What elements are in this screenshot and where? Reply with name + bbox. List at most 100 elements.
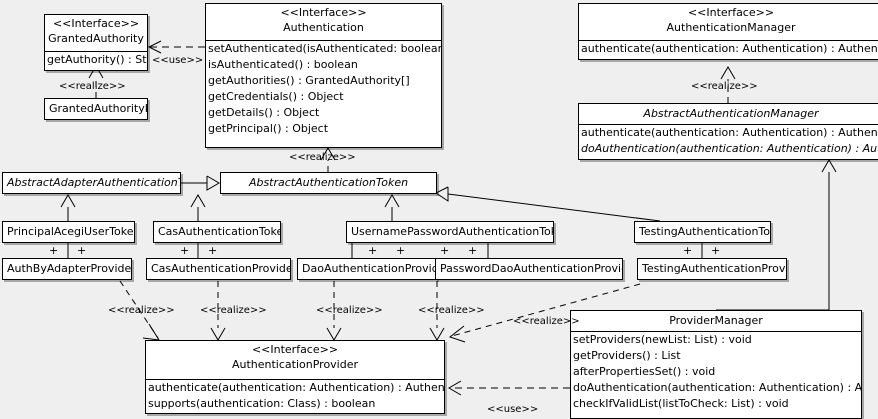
edge-generalize-testingtoken-abstracttoken <box>435 186 661 222</box>
class-abstract-authentication-token[interactable]: AbstractAuthenticationToken <box>220 172 437 194</box>
edge-label-use-authentication-granted: <<use>> <box>152 55 204 66</box>
operation: authenticate(authentication: Authenticat… <box>581 126 878 139</box>
class-name: UsernamePasswordAuthenticationToken <box>351 225 554 238</box>
class-name: TestingAuthenticationToken <box>639 225 771 238</box>
assoc-visibility-marker: + <box>77 244 87 257</box>
edge-label-use-provider-manager: <<use>> <box>487 404 539 415</box>
assoc-visibility-marker: + <box>711 244 721 257</box>
class-name: Authentication <box>283 21 364 34</box>
class-username-password-authentication-token[interactable]: UsernamePasswordAuthenticationToken <box>346 221 554 243</box>
operation: isAuthenticated() : boolean <box>208 58 358 71</box>
edge-label-realize-dao-provider: <<realize>> <box>316 305 383 316</box>
class-principal-acegi-user-token[interactable]: PrincipalAcegiUserToken <box>2 221 135 243</box>
class-header: TestingAuthenticationProvider <box>638 259 786 279</box>
assoc-visibility-marker: + <box>368 244 378 257</box>
operation: getAuthority() : String <box>47 53 147 66</box>
edge-label-realize-password-dao-provider: <<realize>> <box>418 305 485 316</box>
class-header: PrincipalAcegiUserToken <box>3 222 134 242</box>
edge-generalize-principaltoken-adaptertoken <box>60 194 76 221</box>
edge-generalize-usernametoken-abstracttoken <box>384 194 400 221</box>
class-name: CasAuthenticationToken <box>158 225 281 238</box>
class-header: AbstractAdapterAuthenticationToken <box>3 173 180 193</box>
edge-label-realize-testing-provider: <<realize>> <box>513 316 580 327</box>
operation: getPrincipal() : Object <box>208 122 329 135</box>
stereotype-label: <<Interface>> <box>280 6 367 19</box>
class-name: AuthenticationProvider <box>231 358 359 371</box>
class-header: DaoAuthenticationProvider <box>298 259 436 279</box>
operation: authenticate(authentication: Authenticat… <box>148 381 445 394</box>
edge-label-realize-abstract-manager: <<realize>> <box>691 81 758 92</box>
class-cas-authentication-token[interactable]: CasAuthenticationToken <box>153 221 281 243</box>
edge-use-providermanager-authenticationprovider <box>448 380 570 396</box>
class-granted-authority[interactable]: <<Interface>> GrantedAuthority getAuthor… <box>44 14 148 71</box>
class-name: CasAuthenticationProvider <box>151 262 291 275</box>
class-header: CasAuthenticationToken <box>154 222 280 242</box>
class-header: TestingAuthenticationToken <box>635 222 770 242</box>
class-name: TestingAuthenticationProvider <box>642 262 786 275</box>
operation: afterPropertiesSet() : void <box>573 365 716 378</box>
edge-label-realize-cas-provider: <<realize>> <box>200 305 267 316</box>
operations-compartment: setAuthenticated(isAuthenticated: boolea… <box>206 41 441 137</box>
class-name: AbstractAuthenticationManager <box>643 107 819 120</box>
assoc-visibility-marker: + <box>180 244 190 257</box>
class-name: AbstractAuthenticationToken <box>248 176 409 189</box>
edge-generalize-adaptertoken-abstracttoken <box>181 175 220 191</box>
class-header: <<Interface>> GrantedAuthority <box>45 15 147 52</box>
assoc-visibility-marker: + <box>396 244 406 257</box>
class-header: <<Interface>> AuthenticationManager <box>579 4 878 41</box>
assoc-visibility-marker: + <box>683 244 693 257</box>
operation: authenticate(authentication: Authenticat… <box>581 42 878 55</box>
class-name: PasswordDaoAuthenticationProvider <box>440 262 623 275</box>
class-header: CasAuthenticationProvider <box>147 259 290 279</box>
class-header: AuthByAdapterProvider <box>3 259 131 279</box>
class-authentication[interactable]: <<Interface>> Authentication setAuthenti… <box>205 3 442 148</box>
class-auth-by-adapter-provider[interactable]: AuthByAdapterProvider <box>2 258 132 280</box>
operation: checkIfValidList(listToCheck: List) : vo… <box>573 397 789 410</box>
operation: getCredentials() : Object <box>208 90 344 103</box>
class-name: AuthByAdapterProvider <box>7 262 132 275</box>
assoc-visibility-marker: + <box>440 244 450 257</box>
class-password-dao-authentication-provider[interactable]: PasswordDaoAuthenticationProvider <box>435 258 623 280</box>
class-authentication-manager[interactable]: <<Interface>> AuthenticationManager auth… <box>578 3 878 60</box>
class-header: UsernamePasswordAuthenticationToken <box>347 222 553 242</box>
class-name: PrincipalAcegiUserToken <box>7 225 135 238</box>
operation: setAuthenticated(isAuthenticated: boolea… <box>208 42 441 55</box>
class-abstract-adapter-authentication-token[interactable]: AbstractAdapterAuthenticationToken <box>2 172 181 194</box>
class-name: GrantedAuthority <box>48 32 144 45</box>
operation: getDetails() : Object <box>208 106 320 119</box>
operations-compartment: authenticate(authentication: Authenticat… <box>579 41 878 57</box>
class-cas-authentication-provider[interactable]: CasAuthenticationProvider <box>146 258 291 280</box>
class-header: ProviderManager <box>571 311 861 332</box>
operations-compartment: getAuthority() : String <box>45 52 147 68</box>
class-header: <<Interface>> AuthenticationProvider <box>146 341 444 380</box>
class-name: DaoAuthenticationProvider <box>302 262 437 275</box>
stereotype-label: <<Interface>> <box>52 17 140 30</box>
class-granted-authority-impl[interactable]: GrantedAuthorityImpl <box>44 98 148 120</box>
class-provider-manager[interactable]: ProviderManager setProviders(newList: Li… <box>570 310 862 419</box>
operations-compartment: authenticate(authentication: Authenticat… <box>146 380 444 412</box>
assoc-visibility-marker: + <box>468 244 478 257</box>
class-testing-authentication-provider[interactable]: TestingAuthenticationProvider <box>637 258 787 280</box>
edge-use-authentication-grantedauthority <box>147 40 205 54</box>
class-name: AbstractAdapterAuthenticationToken <box>7 176 180 189</box>
operation: getAuthorities() : GrantedAuthority[] <box>208 74 410 87</box>
class-abstract-authentication-manager[interactable]: AbstractAuthenticationManager authentica… <box>578 103 878 160</box>
assoc-visibility-marker: + <box>208 244 218 257</box>
operations-compartment: setProviders(newList: List) : void getPr… <box>571 332 861 412</box>
class-authentication-provider[interactable]: <<Interface>> AuthenticationProvider aut… <box>145 340 445 414</box>
edge-label-realize-granted-impl: <<realize>> <box>59 81 126 92</box>
class-header: <<Interface>> Authentication <box>206 4 441 41</box>
operation: doAuthentication(authentication: Authent… <box>581 142 878 155</box>
class-testing-authentication-token[interactable]: TestingAuthenticationToken <box>634 221 771 243</box>
class-header: AbstractAuthenticationManager <box>579 104 878 125</box>
class-name: AuthenticationManager <box>666 21 796 34</box>
class-dao-authentication-provider[interactable]: DaoAuthenticationProvider <box>297 258 437 280</box>
class-header: AbstractAuthenticationToken <box>221 173 436 193</box>
stereotype-label: <<Interface>> <box>687 6 775 19</box>
class-name: GrantedAuthorityImpl <box>49 102 148 115</box>
operation: getProviders() : List <box>573 349 681 362</box>
class-header: PasswordDaoAuthenticationProvider <box>436 259 622 279</box>
assoc-visibility-marker: + <box>49 244 59 257</box>
operations-compartment: authenticate(authentication: Authenticat… <box>579 125 878 157</box>
